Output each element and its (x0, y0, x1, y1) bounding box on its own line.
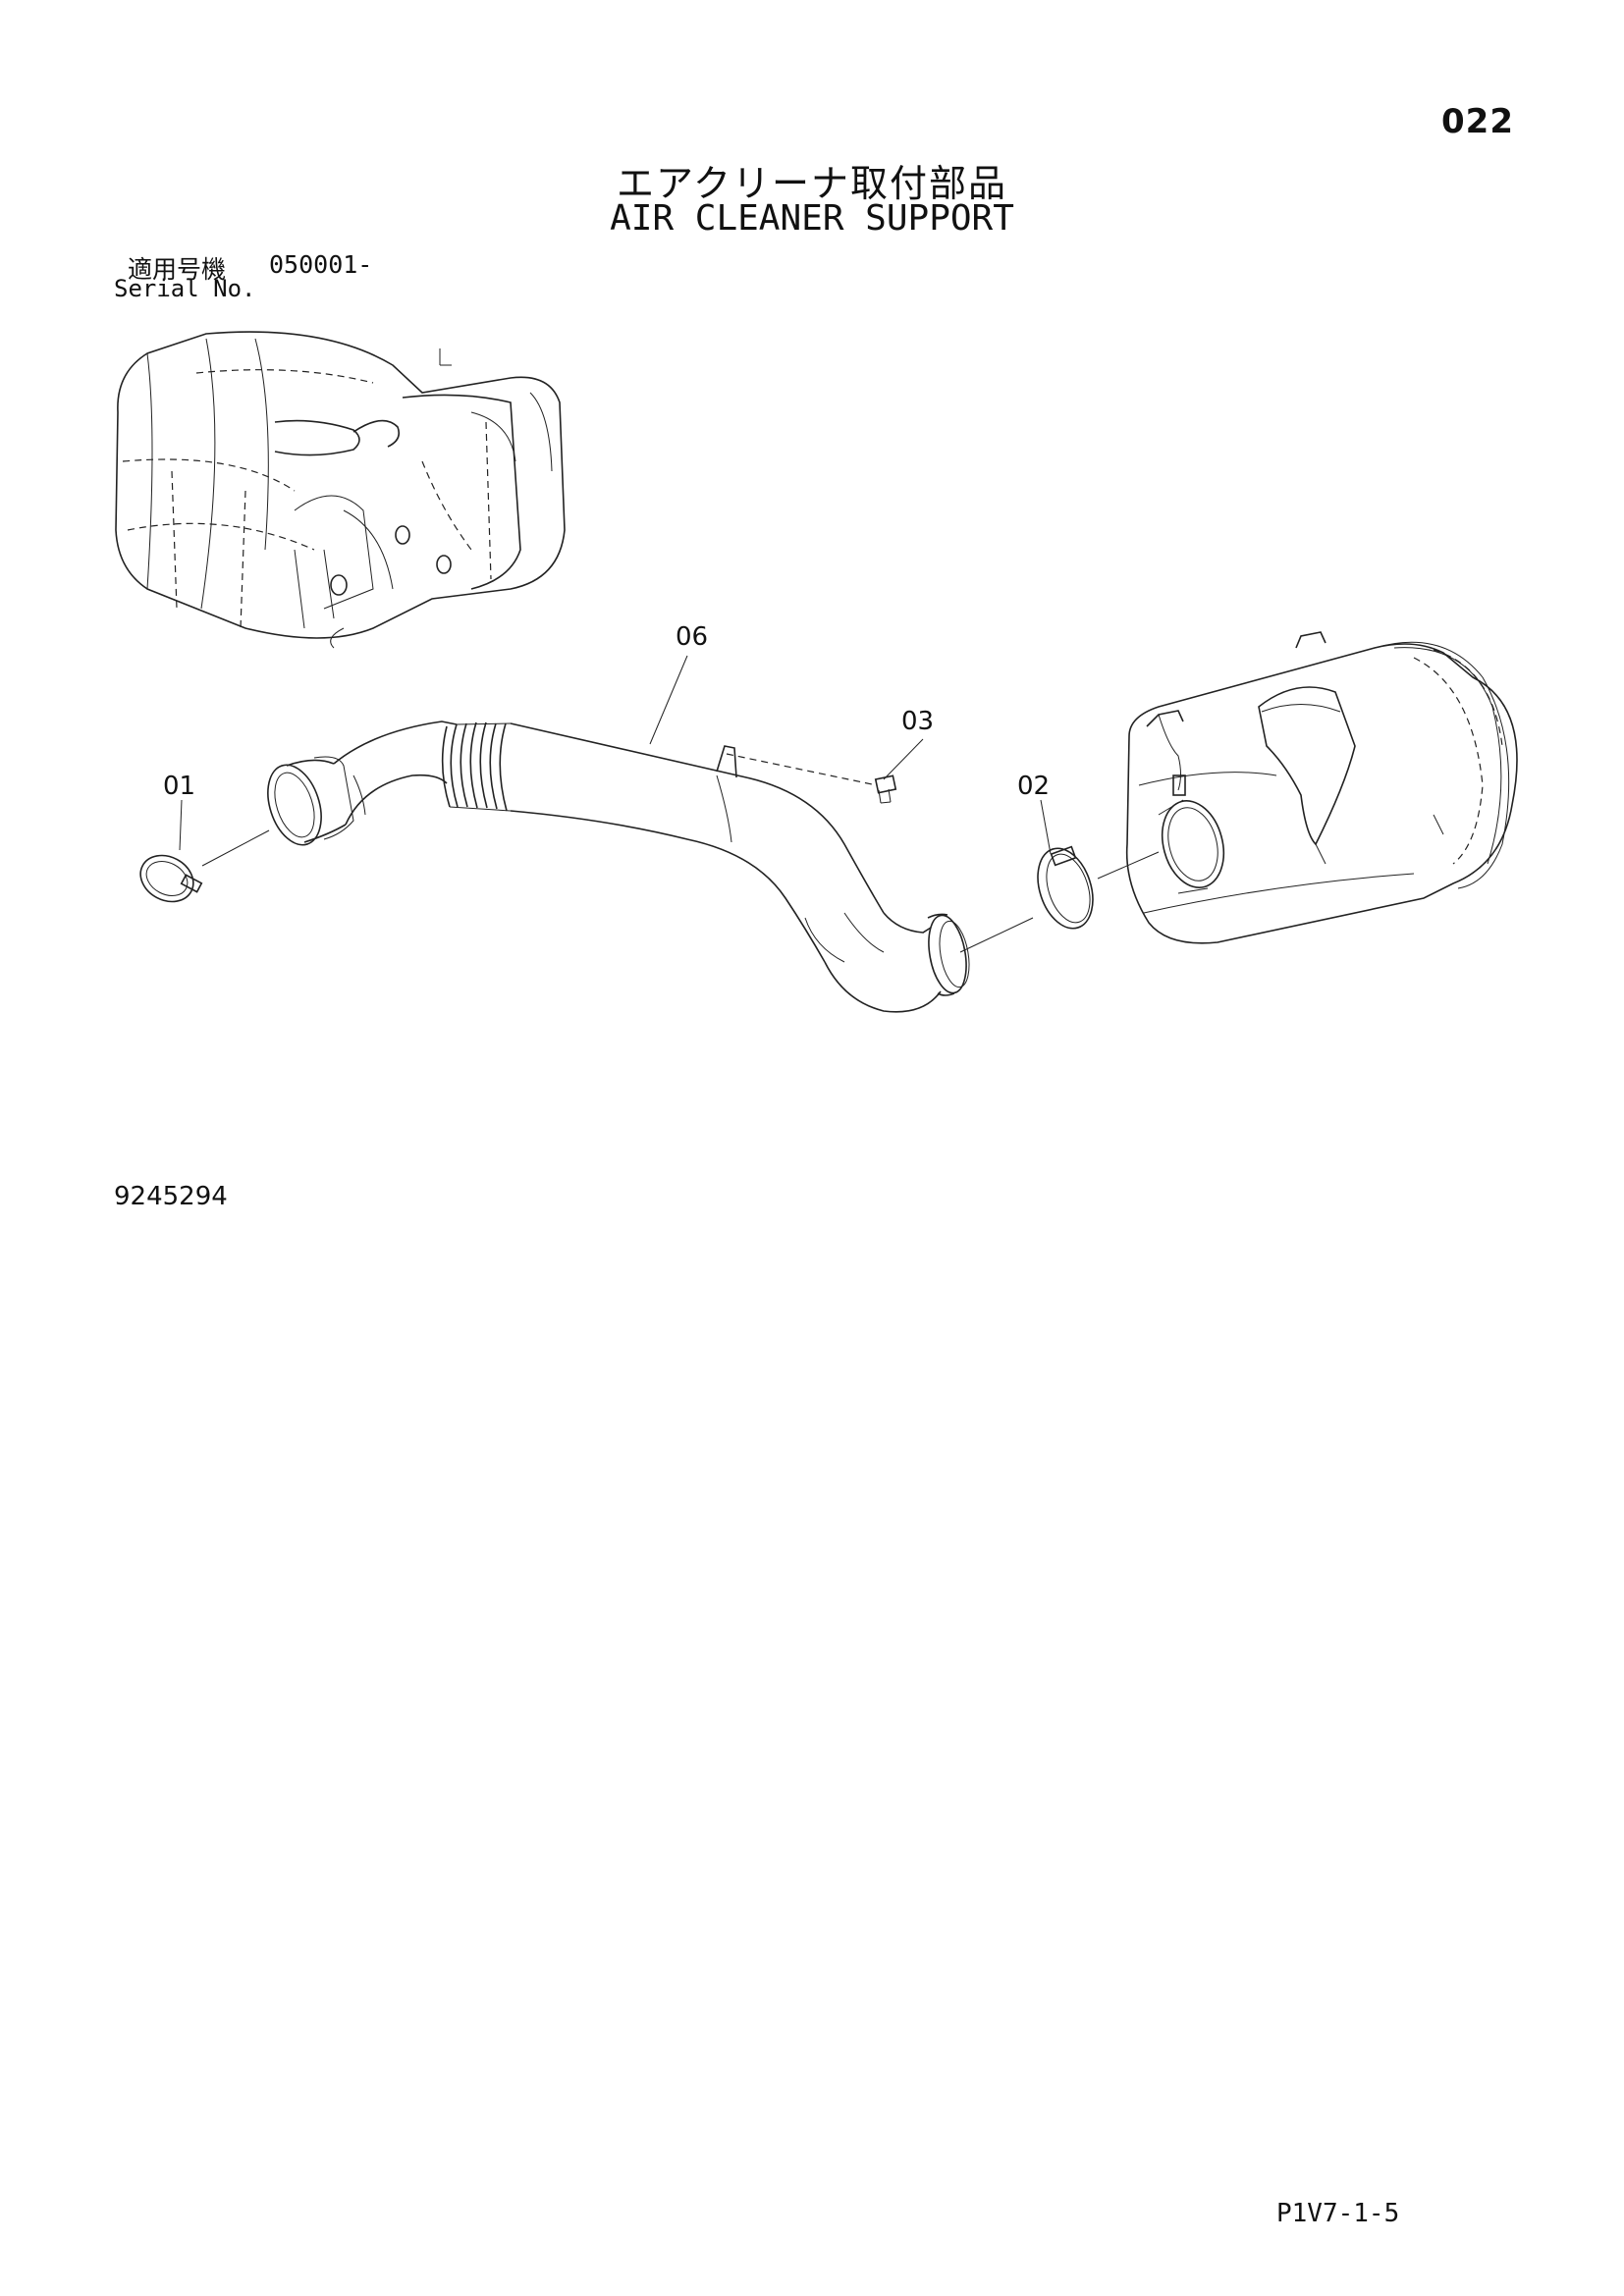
callout-02: 02 (1017, 772, 1051, 801)
serial-label-japanese: 適用号機 (128, 255, 227, 284)
callout-06: 06 (676, 622, 709, 652)
hose-clamp-01 (139, 829, 270, 903)
title-english: AIR CLEANER SUPPORT (610, 198, 1014, 239)
air-cleaner-body (1125, 631, 1518, 944)
bolt-03 (874, 774, 897, 804)
callout-01: 01 (163, 772, 196, 801)
leader-03 (883, 738, 924, 780)
intake-pipe-06 (267, 721, 970, 1013)
serial-range: 050001- (269, 250, 373, 279)
hose-clamp-02 (959, 845, 1160, 953)
leader-01 (179, 799, 183, 851)
callout-03: 03 (901, 707, 935, 736)
leader-02 (1040, 799, 1052, 855)
serial-label-english: Serial No. (114, 275, 256, 302)
drawing-number: 9245294 (114, 1182, 228, 1211)
page-number: 022 (1441, 102, 1514, 141)
page-code: P1V7-1-5 (1276, 2199, 1400, 2228)
leader-06 (649, 655, 688, 745)
title-japanese: エアクリーナ取付部品 (616, 162, 1008, 205)
machine-overview (115, 331, 566, 649)
